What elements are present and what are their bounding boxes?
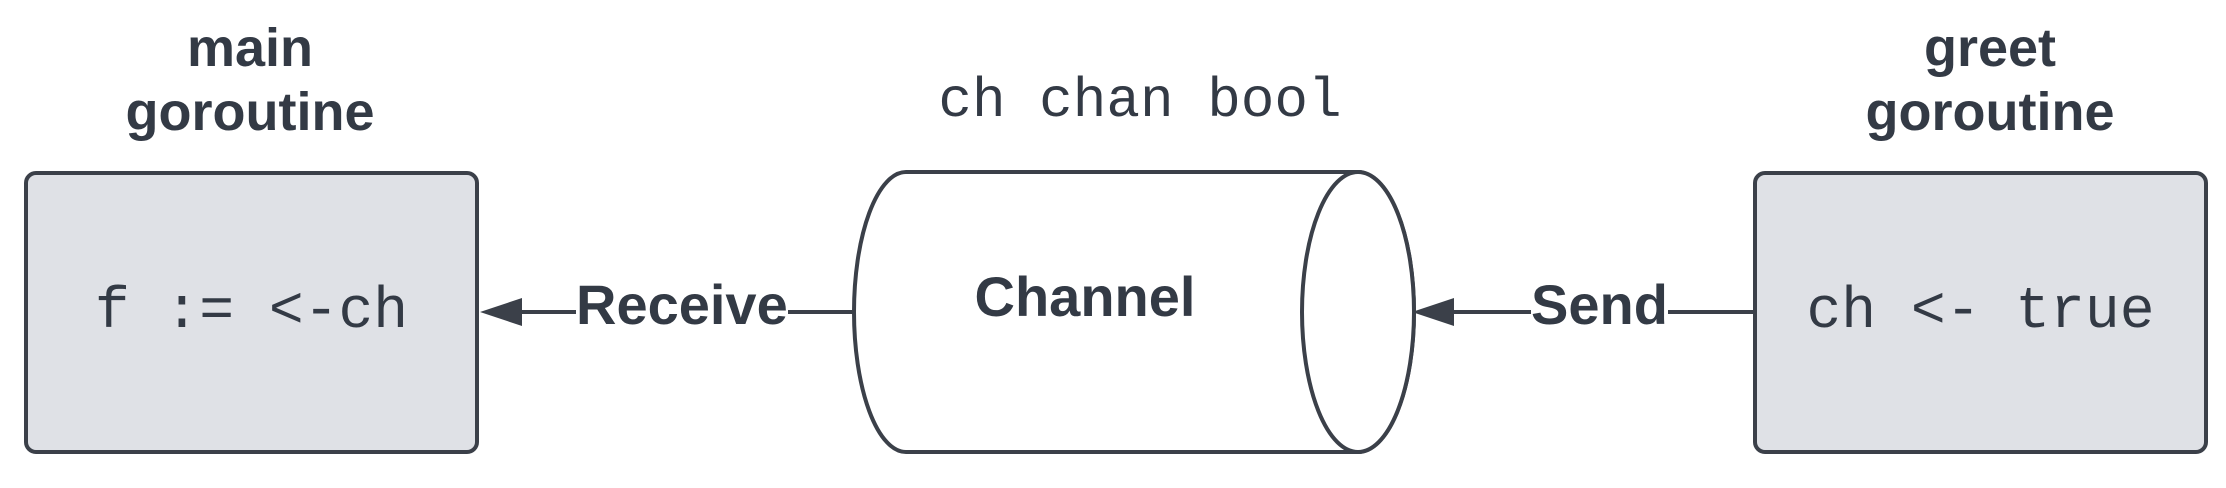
- channel-label: Channel: [974, 265, 1196, 328]
- send-label: Send: [1531, 270, 1668, 340]
- receive-label: Receive: [576, 270, 788, 340]
- greet-goroutine-title-line2: goroutine: [1865, 82, 2115, 142]
- greet-goroutine-code: ch <- true: [1806, 280, 2155, 345]
- main-goroutine-title-line1: main: [186, 18, 314, 78]
- channel-type-declaration: ch chan bool: [938, 69, 1342, 133]
- send-arrowhead: [1412, 298, 1454, 326]
- main-goroutine-box: f := <-ch: [24, 171, 479, 454]
- channel-end-cap: [1300, 170, 1416, 454]
- greet-goroutine-box: ch <- true: [1753, 171, 2208, 454]
- channel-cylinder: [852, 170, 1416, 454]
- receive-arrowhead: [480, 298, 522, 326]
- main-goroutine-title-line2: goroutine: [125, 82, 375, 142]
- main-goroutine-code: f := <-ch: [94, 280, 409, 345]
- greet-goroutine-title-line1: greet: [1923, 18, 2057, 78]
- greet-goroutine-title: greet goroutine: [1810, 16, 2170, 144]
- main-goroutine-title: main goroutine: [60, 16, 440, 144]
